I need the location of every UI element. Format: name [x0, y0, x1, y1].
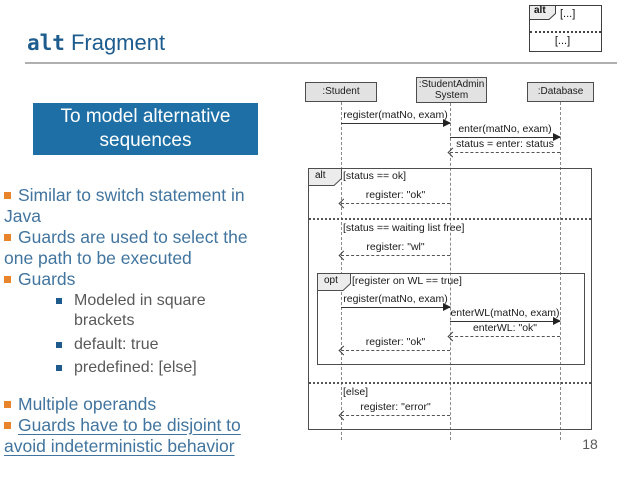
opt-operator-label: opt: [324, 275, 338, 286]
filled-arrowhead-icon: [553, 317, 561, 325]
filled-arrowhead-icon: [553, 133, 561, 141]
guard-status-ok: [status == ok]: [343, 170, 407, 182]
bullet-square-icon: [4, 276, 11, 283]
guard-else: [else]: [343, 386, 369, 398]
lifeline-head-student: :Student: [305, 82, 377, 102]
alt-compartment-divider: [309, 382, 591, 384]
bullet-guards-disjoint: Guards have to be disjoint to avoid inde…: [4, 415, 241, 456]
mini-fragment-divider: [530, 31, 601, 33]
subbullet-predefined-else: predefined: [else]: [56, 358, 226, 378]
subbullet-square-brackets: Modeled in square brackets: [56, 291, 226, 331]
lifeline-head-admin: :StudentAdmin System: [416, 77, 487, 103]
opt-fragment-box: opt: [317, 273, 585, 365]
mini-fragment-guard-top: [...]: [560, 8, 576, 20]
bullet-square-icon: [56, 365, 62, 371]
callout-box: To model alternative sequences: [33, 103, 258, 155]
bullet-guards: Guards: [4, 269, 272, 290]
alt-operator-label: alt: [315, 170, 326, 181]
lifeline-line-database: [560, 102, 561, 440]
fragment-operator-tab-icon: alt: [308, 168, 342, 186]
alt-compartment-divider: [309, 218, 591, 220]
subbullet-default-true: default: true: [56, 335, 226, 355]
bullet-square-icon: [56, 298, 62, 304]
guard-waiting-list-free: [status == waiting list free]: [343, 222, 465, 234]
lifeline-line-student: [341, 102, 342, 440]
bullet-square-icon: [4, 192, 11, 199]
bullet-similar-to-switch: Similar to switch statement in Java: [4, 185, 245, 226]
filled-arrowhead-icon: [443, 303, 451, 311]
guard-register-on-wl: [register on WL == true]: [352, 275, 462, 287]
page-number: 18: [582, 436, 598, 452]
fragment-operator-tab-icon: alt: [529, 5, 556, 20]
mini-fragment-operator: alt: [534, 5, 546, 16]
bullet-square-icon: [4, 234, 11, 241]
bullet-multiple-operands: Multiple operands: [4, 394, 272, 415]
sequence-diagram: :Student :StudentAdmin System :Database …: [300, 75, 622, 447]
mini-fragment-guard-bottom: [...]: [554, 35, 571, 47]
fragment-operator-tab-icon: opt: [317, 273, 351, 291]
title-keyword: alt: [27, 31, 65, 55]
bullet-guards-select-path: Guards are used to select the one path t…: [4, 227, 248, 268]
lifeline-head-database: :Database: [527, 82, 594, 102]
bullet-square-icon: [56, 342, 62, 348]
alt-fragment-box: alt: [308, 168, 592, 430]
lifeline-line-admin: [450, 103, 451, 440]
title-underline: [25, 62, 617, 64]
bullet-square-icon: [4, 422, 11, 429]
alt-fragment-legend: alt [...] [...]: [529, 5, 602, 52]
bullet-square-icon: [4, 401, 11, 408]
filled-arrowhead-icon: [443, 119, 451, 127]
title-text: Fragment: [70, 30, 166, 55]
